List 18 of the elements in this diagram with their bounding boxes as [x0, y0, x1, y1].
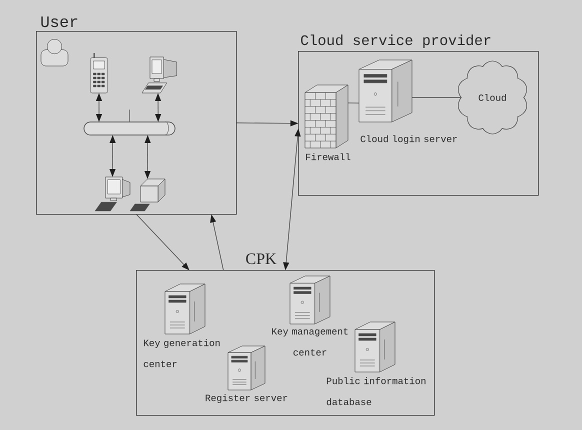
- connector-line: [348, 102, 360, 104]
- node-label: Cloud login server: [360, 135, 457, 144]
- computer-icon: [142, 56, 178, 94]
- group-box: User: [36, 16, 237, 215]
- network-bus: [84, 109, 176, 136]
- node-label: Key management center: [272, 328, 348, 356]
- node-label: CPK: [246, 253, 276, 264]
- connector-line: [412, 97, 462, 98]
- computer-icon: [94, 176, 130, 212]
- node-label: Cloud service provider: [301, 34, 490, 48]
- node-label: Public information database: [326, 377, 426, 406]
- phone-icon: [90, 53, 108, 94]
- computer-icon: [130, 178, 166, 212]
- arrow: [136, 214, 190, 270]
- node-label: Firewall: [306, 153, 350, 160]
- node-label: Key generation center: [144, 339, 220, 368]
- node-label: User: [41, 16, 78, 28]
- node-label: Register server: [206, 394, 288, 404]
